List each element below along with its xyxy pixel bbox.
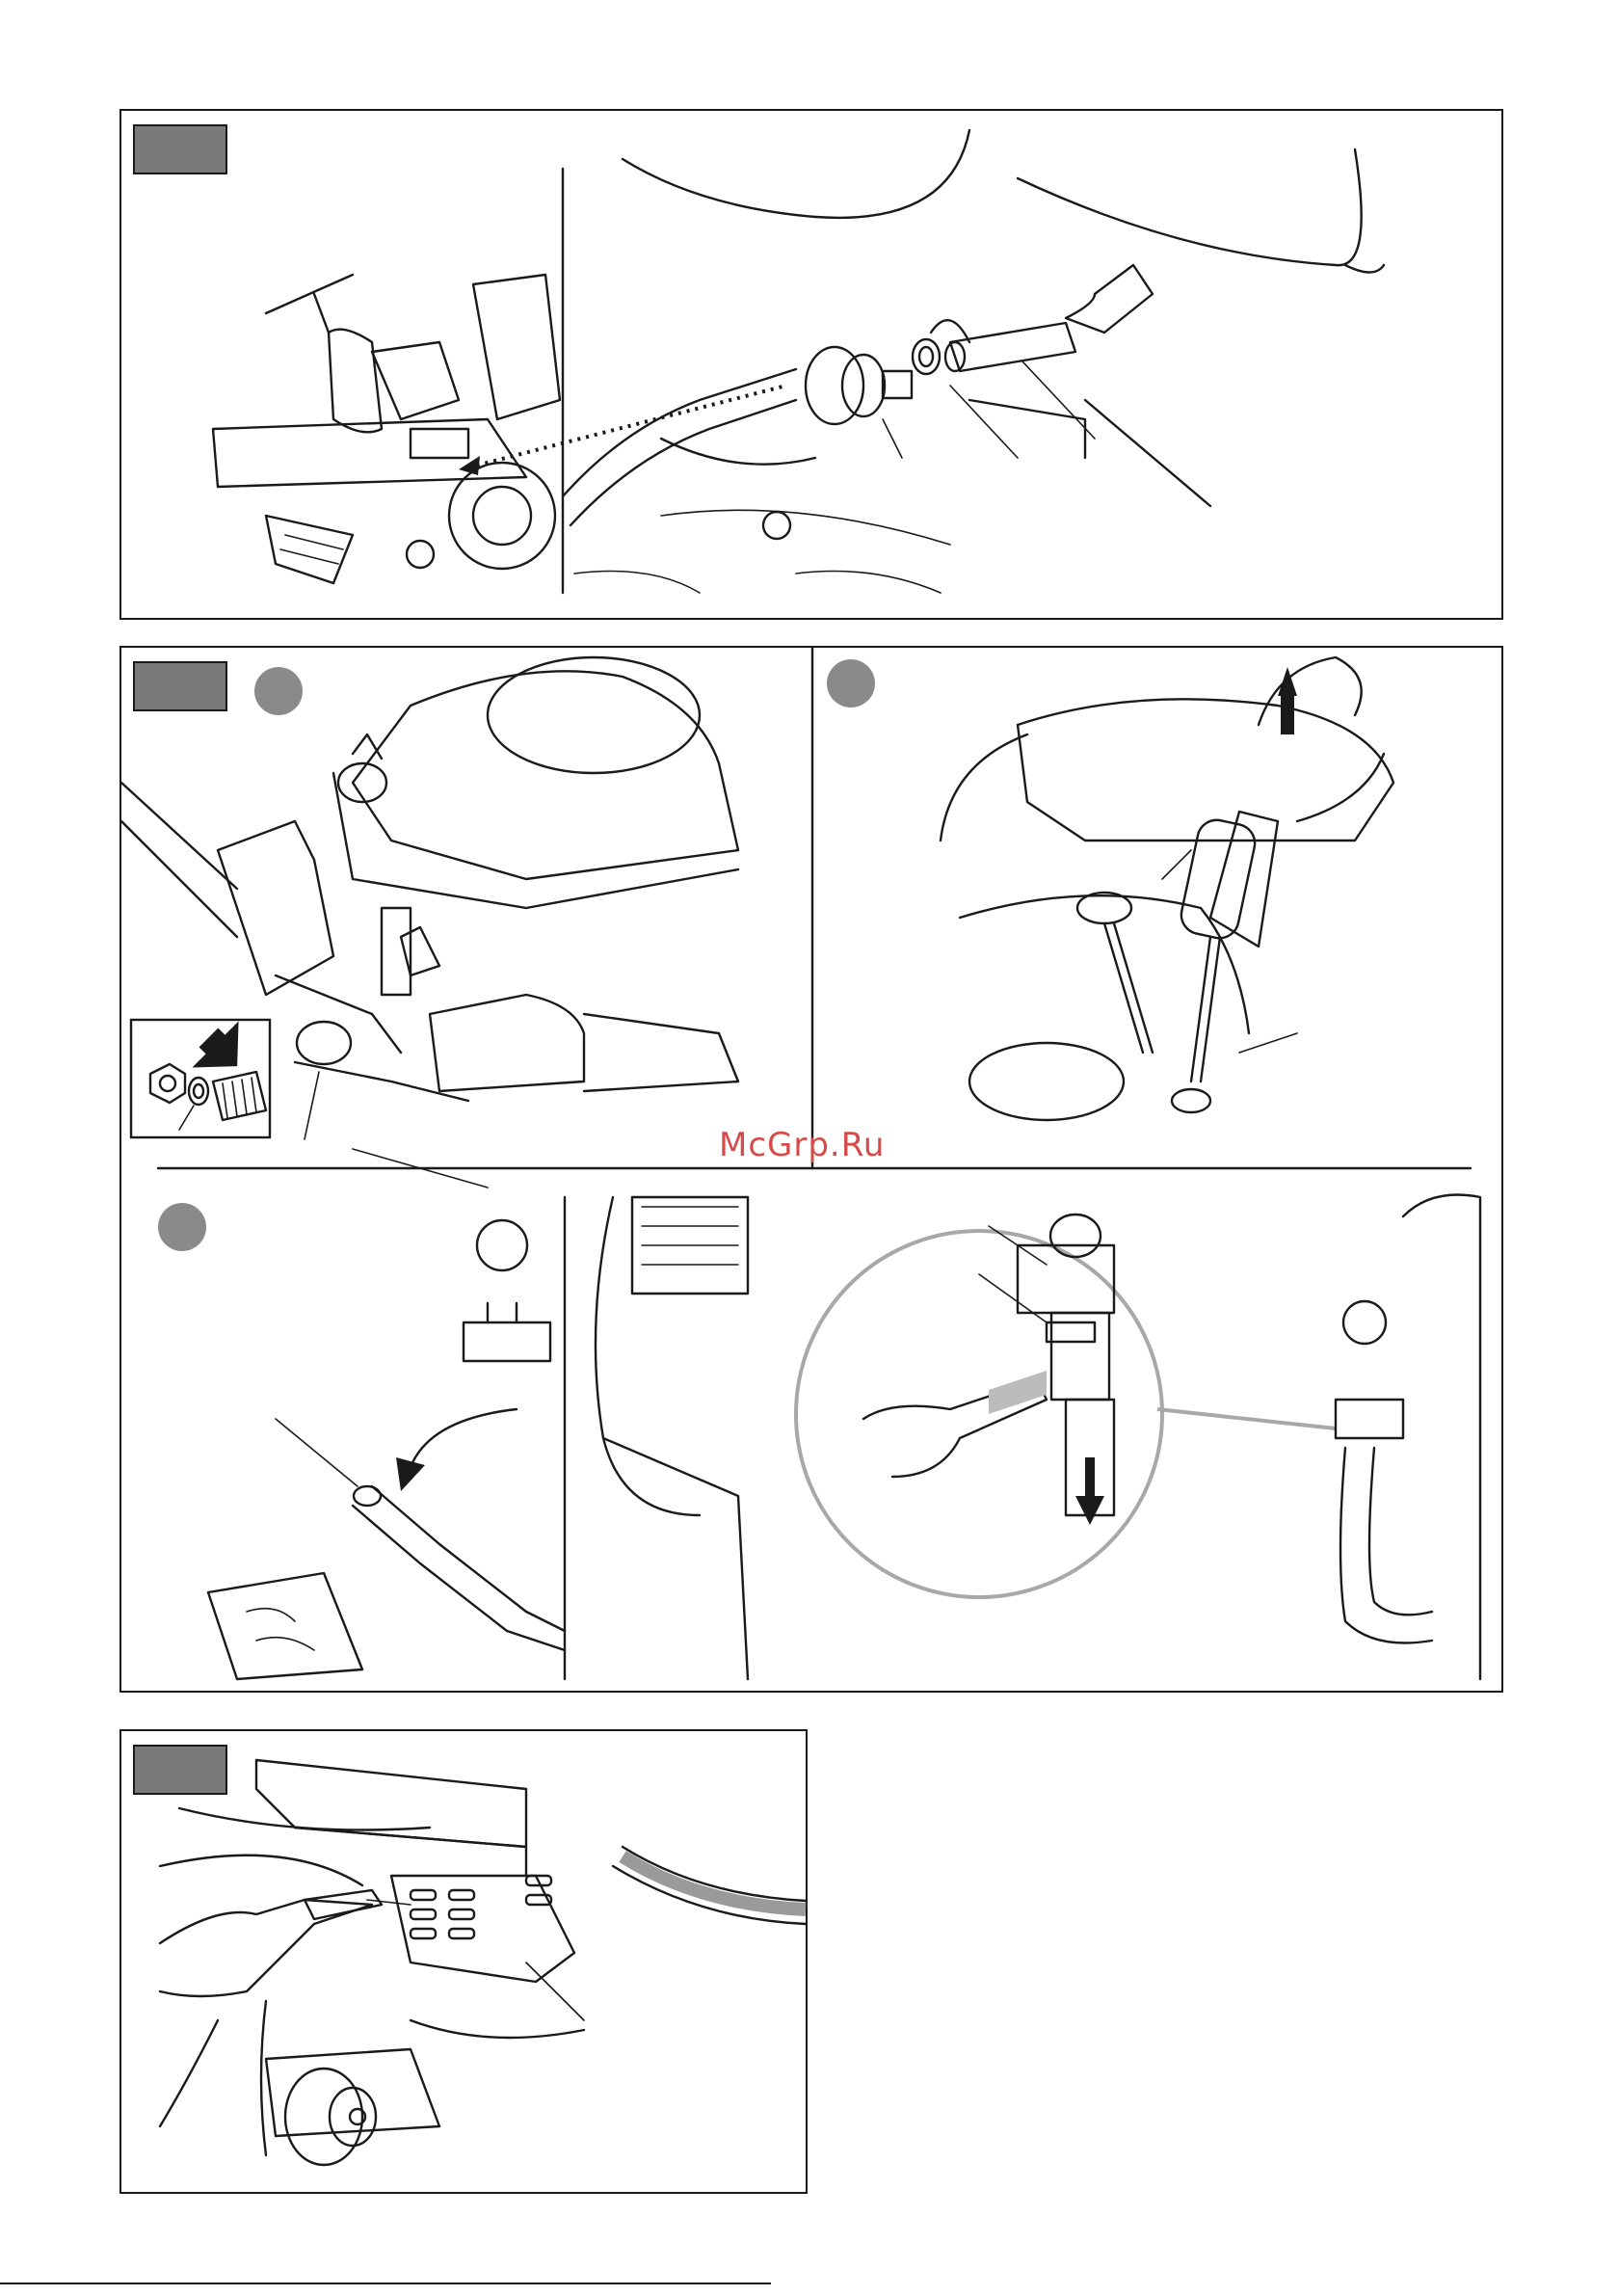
- figure-fuel-filter: [119, 109, 1503, 620]
- figure-engine-cleaning: [119, 1729, 808, 2194]
- down-arrow-icon: [1075, 1496, 1104, 1525]
- figure-oil-change: [119, 646, 1503, 1693]
- step-b-drawing: [941, 657, 1393, 1120]
- oil-change-illustration: [121, 648, 1505, 1695]
- up-arrow-icon: [1278, 667, 1297, 696]
- footer-rule: [0, 2283, 771, 2284]
- zoom-detail: [796, 1195, 1480, 1680]
- engine-cleaning-illustration: [121, 1731, 809, 2196]
- tractor-drawing: [213, 275, 560, 583]
- inset-parts: [131, 1014, 270, 1137]
- vent-slots: [411, 1876, 551, 1938]
- step-c-drawing: [208, 1197, 748, 1679]
- fuel-filter-illustration: [121, 111, 1505, 622]
- curved-arrow-icon: [411, 1409, 517, 1467]
- fuel-filter-detail: [563, 130, 1384, 593]
- watermark-text: McGrp.Ru: [719, 1126, 885, 1164]
